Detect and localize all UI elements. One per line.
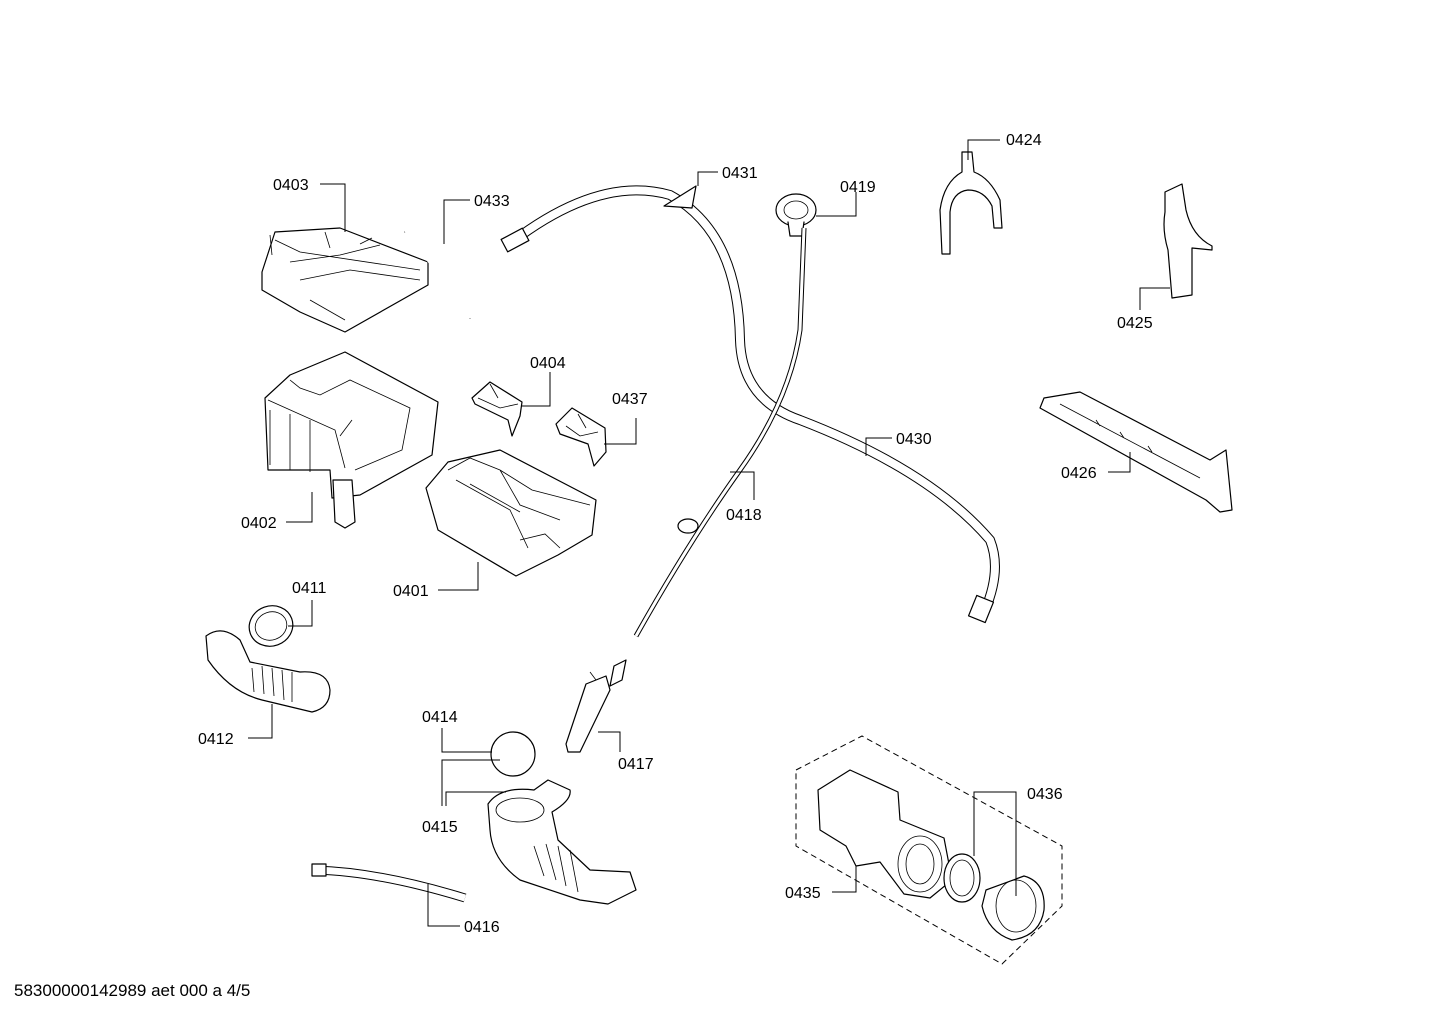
part-0433-drawing (404, 228, 473, 319)
leader-0401 (438, 562, 479, 591)
label-0402: 0402 (241, 515, 277, 532)
label-0425: 0425 (1117, 315, 1153, 332)
leader-0431 (697, 171, 718, 186)
leader-0435 (832, 866, 857, 893)
label-0403: 0403 (273, 177, 309, 194)
leader-0433 (443, 199, 470, 244)
label-0414: 0414 (422, 709, 458, 726)
leader-0412 (248, 704, 273, 739)
leader-0414 (441, 728, 492, 753)
part-0403-drawing (261, 227, 429, 333)
part-0401-drawing (425, 449, 597, 577)
leader-0436 (973, 791, 1017, 896)
label-0401: 0401 (393, 583, 429, 600)
label-0433: 0433 (474, 193, 510, 210)
part-0419-drawing (775, 193, 817, 237)
label-0416: 0416 (464, 919, 500, 936)
leader-0424 (967, 139, 1000, 160)
part-0418-drawing (633, 227, 807, 638)
label-0437: 0437 (612, 391, 648, 408)
label-0430: 0430 (896, 431, 932, 448)
part-0425-drawing (1163, 183, 1213, 299)
leader-0417 (598, 731, 621, 752)
part-0424-drawing (939, 151, 1003, 255)
part-0414-drawing (490, 731, 536, 777)
label-0412: 0412 (198, 731, 234, 748)
part-0435-drawing (795, 735, 1063, 965)
label-0424: 0424 (1006, 132, 1042, 149)
label-0426: 0426 (1061, 465, 1097, 482)
leader-0425 (1139, 287, 1170, 310)
label-0415: 0415 (422, 819, 458, 836)
leader-0426 (1108, 452, 1131, 473)
leader-0418 (730, 471, 755, 500)
part-0404-drawing (471, 381, 523, 437)
part-0411-drawing (248, 605, 294, 647)
leader-0430 (865, 437, 892, 456)
leader-0411 (288, 600, 313, 627)
label-0436: 0436 (1027, 786, 1063, 803)
part-0412-drawing (205, 630, 331, 713)
part-0437-drawing (555, 407, 607, 467)
label-0431: 0431 (722, 165, 758, 182)
label-0418: 0418 (726, 507, 762, 524)
label-0435: 0435 (785, 885, 821, 902)
label-0417: 0417 (618, 756, 654, 773)
leader-0416 (427, 884, 460, 927)
part-0415-drawing (487, 779, 637, 905)
leader-0403 (320, 183, 346, 232)
document-id: 58300000142989 aet 000 a 4/5 (14, 981, 251, 1000)
part-0417-drawing (565, 659, 627, 753)
part-0426-drawing (1039, 391, 1233, 513)
leader-0402 (286, 492, 313, 523)
leader-0415 (441, 759, 500, 806)
part-0402-drawing (264, 351, 439, 529)
part-0430-0431-drawing (500, 185, 1000, 624)
part-0416-drawing (311, 863, 467, 903)
label-0404: 0404 (530, 355, 566, 372)
label-0411: 0411 (292, 580, 327, 597)
leader-0404 (522, 372, 551, 407)
leader-0419 (816, 192, 857, 217)
label-0419: 0419 (840, 179, 876, 196)
leader-0415b (445, 791, 506, 806)
leader-0437 (604, 418, 637, 445)
